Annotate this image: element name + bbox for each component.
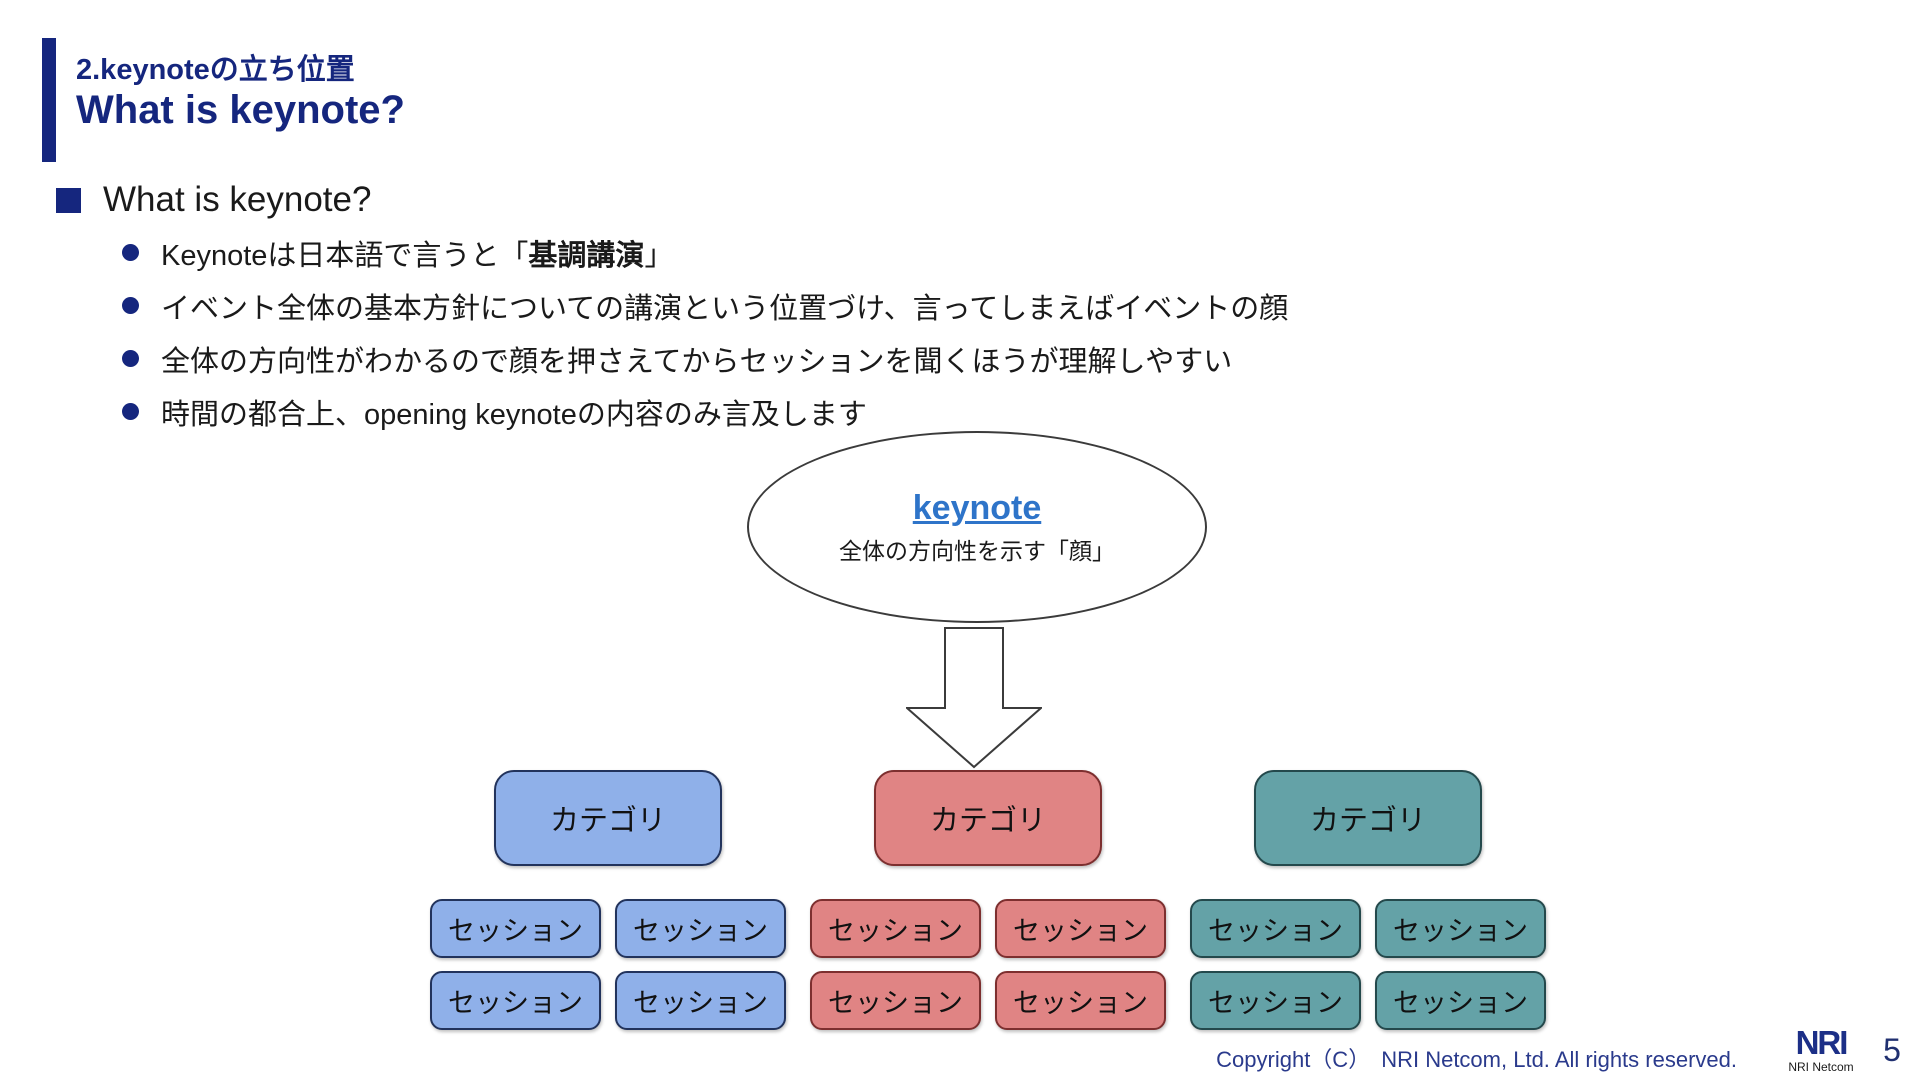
copyright-text: Copyright（C） NRI Netcom, Ltd. All rights…	[1216, 1047, 1737, 1072]
session-grid: セッション セッション セッション セッション	[430, 899, 786, 1030]
nri-logo-text: NRI	[1795, 1024, 1849, 1061]
keynote-link[interactable]: keynote	[912, 488, 1042, 527]
session-box: セッション	[430, 899, 601, 958]
list-item: 時間の都合上、opening keynoteの内容のみ言及します	[122, 385, 1288, 438]
circle-bullet-icon	[122, 403, 139, 420]
session-box: セッション	[995, 899, 1166, 958]
session-grid: セッション セッション セッション セッション	[1190, 899, 1546, 1030]
category-group-blue: カテゴリ セッション セッション セッション セッション	[430, 770, 786, 1030]
list-item: 全体の方向性がわかるので顔を押さえてからセッションを聞くほうが理解しやすい	[122, 332, 1288, 385]
heading-row: What is keynote?	[56, 180, 371, 220]
nri-logo-subtext: NRI Netcom	[1788, 1060, 1854, 1074]
category-group-red: カテゴリ セッション セッション セッション セッション	[810, 770, 1166, 1030]
nri-logo: NRI NRI Netcom	[1774, 1026, 1868, 1074]
session-box: セッション	[1375, 899, 1546, 958]
section-eyebrow: 2.keynoteの立ち位置	[76, 54, 355, 86]
square-bullet-icon	[56, 187, 81, 213]
circle-bullet-icon	[122, 244, 139, 261]
down-arrow-icon	[906, 627, 1042, 769]
category-box: カテゴリ	[874, 770, 1102, 866]
session-box: セッション	[615, 899, 786, 958]
bullet-text: 全体の方向性がわかるので顔を押さえてからセッションを聞くほうが理解しやすい	[161, 345, 1233, 378]
session-box: セッション	[995, 971, 1166, 1030]
session-box: セッション	[1375, 971, 1546, 1030]
keynote-ellipse: keynote 全体の方向性を示す「顔」	[747, 431, 1207, 623]
heading-text: What is keynote?	[103, 180, 372, 219]
session-box: セッション	[1190, 971, 1361, 1030]
circle-bullet-icon	[122, 350, 139, 367]
session-box: セッション	[430, 971, 601, 1030]
session-box: セッション	[1190, 899, 1361, 958]
category-box: カテゴリ	[494, 770, 722, 866]
page-number: 5	[1883, 1032, 1901, 1068]
session-grid: セッション セッション セッション セッション	[810, 899, 1166, 1030]
list-item: Keynoteは日本語で言うと「基調講演」	[122, 226, 1288, 279]
title-accent-bar	[42, 38, 56, 162]
session-box: セッション	[615, 971, 786, 1030]
bullet-text: Keynoteは日本語で言うと「基調講演」	[161, 239, 674, 272]
list-item: イベント全体の基本方針についての講演という位置づけ、言ってしまえばイベントの顔	[122, 279, 1288, 332]
category-box: カテゴリ	[1254, 770, 1482, 866]
session-box: セッション	[810, 899, 981, 958]
slide-title: What is keynote?	[76, 88, 405, 132]
keynote-subtitle: 全体の方向性を示す「顔」	[839, 537, 1115, 564]
session-box: セッション	[810, 971, 981, 1030]
bullet-text: 時間の都合上、opening keynoteの内容のみ言及します	[161, 398, 867, 431]
circle-bullet-icon	[122, 297, 139, 314]
category-groups: カテゴリ セッション セッション セッション セッション カテゴリ セッション …	[430, 770, 1546, 1030]
bullet-list: Keynoteは日本語で言うと「基調講演」 イベント全体の基本方針についての講演…	[122, 226, 1288, 438]
bullet-text: イベント全体の基本方針についての講演という位置づけ、言ってしまえばイベントの顔	[161, 292, 1289, 325]
category-group-teal: カテゴリ セッション セッション セッション セッション	[1190, 770, 1546, 1030]
